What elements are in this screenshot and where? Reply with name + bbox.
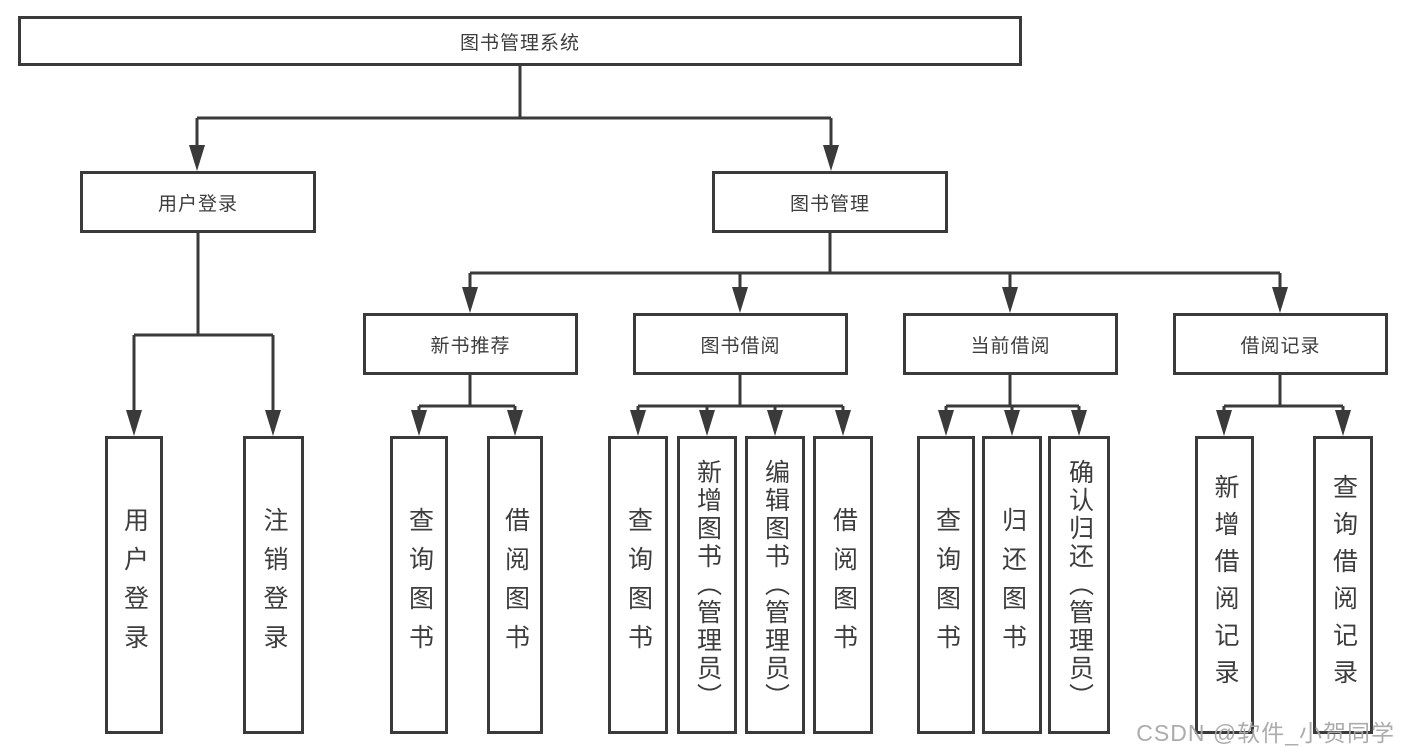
leaf-borrow-books-recommendation: 借阅图书: [487, 436, 543, 734]
leaf-add-books-admin: 新增图书（管理员）: [677, 436, 737, 734]
node-book-borrowing: 图书借阅: [633, 313, 848, 375]
leaf-logout: 注销登录: [243, 436, 304, 734]
arrowheads: [126, 145, 1351, 436]
node-borrowing-records: 借阅记录: [1173, 313, 1388, 375]
leaf-user-login: 用户登录: [105, 436, 163, 734]
node-book-management: 图书管理: [712, 171, 948, 233]
leaf-borrow-books: 借阅图书: [813, 436, 873, 734]
leaf-query-books-borrowing: 查询图书: [608, 436, 668, 734]
csdn-watermark: CSDN @软件_小贺同学: [1136, 720, 1395, 746]
node-user-login: 用户登录: [80, 171, 316, 233]
leaf-return-books: 归还图书: [982, 436, 1042, 734]
leaf-query-borrow-record: 查询借阅记录: [1313, 436, 1373, 734]
leaf-edit-books-admin: 编辑图书（管理员）: [745, 436, 805, 734]
leaf-confirm-return-admin: 确认归还（管理员）: [1048, 436, 1110, 734]
leaf-query-books-current: 查询图书: [917, 436, 975, 734]
leaf-add-borrow-record: 新增借阅记录: [1195, 436, 1254, 734]
node-new-book-recommendation: 新书推荐: [363, 313, 578, 375]
node-library-management-system: 图书管理系统: [18, 16, 1022, 66]
leaf-query-books-recommendation: 查询图书: [390, 436, 448, 734]
node-current-borrowing: 当前借阅: [903, 313, 1118, 375]
